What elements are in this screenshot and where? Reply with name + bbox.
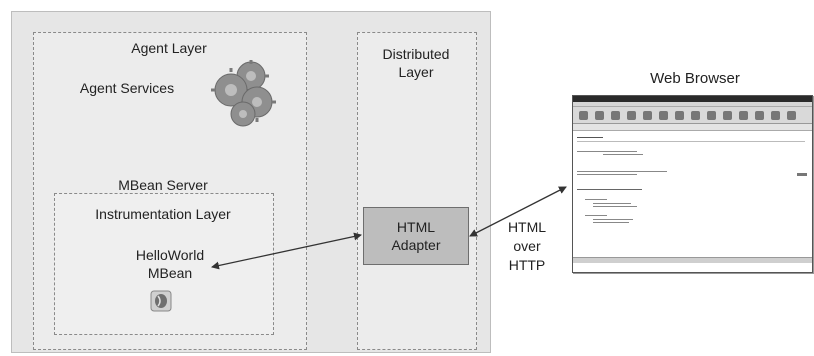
protocol-label-line3: HTTP xyxy=(508,257,546,273)
protocol-label-line2: over xyxy=(513,238,541,254)
helloworld-mbean-label-line1: HelloWorld xyxy=(135,247,205,263)
web-browser-title: Web Browser xyxy=(650,70,740,87)
distributed-layer-title-line1: Distributed xyxy=(382,46,450,62)
browser-statusbar xyxy=(573,257,812,263)
distributed-layer-title-line2: Layer xyxy=(398,64,434,80)
web-browser-window xyxy=(572,95,813,273)
browser-titlebar xyxy=(573,96,812,102)
mbean-server-title: MBean Server xyxy=(118,177,208,193)
adapter-to-browser-arrow xyxy=(469,186,567,237)
agent-services-label: Agent Services xyxy=(79,80,175,96)
html-adapter-label-line1: HTML xyxy=(396,219,436,235)
adapter-to-mbean-arrow xyxy=(211,232,362,270)
browser-page-content xyxy=(573,131,812,263)
distributed-layer-box xyxy=(357,32,477,350)
browser-address-bar xyxy=(573,124,812,131)
html-adapter-box: HTML Adapter xyxy=(363,207,469,265)
gears-icon xyxy=(205,58,285,130)
browser-toolbar xyxy=(573,107,812,124)
bean-icon xyxy=(150,290,172,312)
html-adapter-label-line2: Adapter xyxy=(391,237,441,253)
agent-layer-title: Agent Layer xyxy=(131,40,207,56)
helloworld-mbean-label-line2: MBean xyxy=(147,265,193,281)
instrumentation-layer-label: Instrumentation Layer xyxy=(95,206,231,222)
browser-menubar xyxy=(573,102,812,107)
